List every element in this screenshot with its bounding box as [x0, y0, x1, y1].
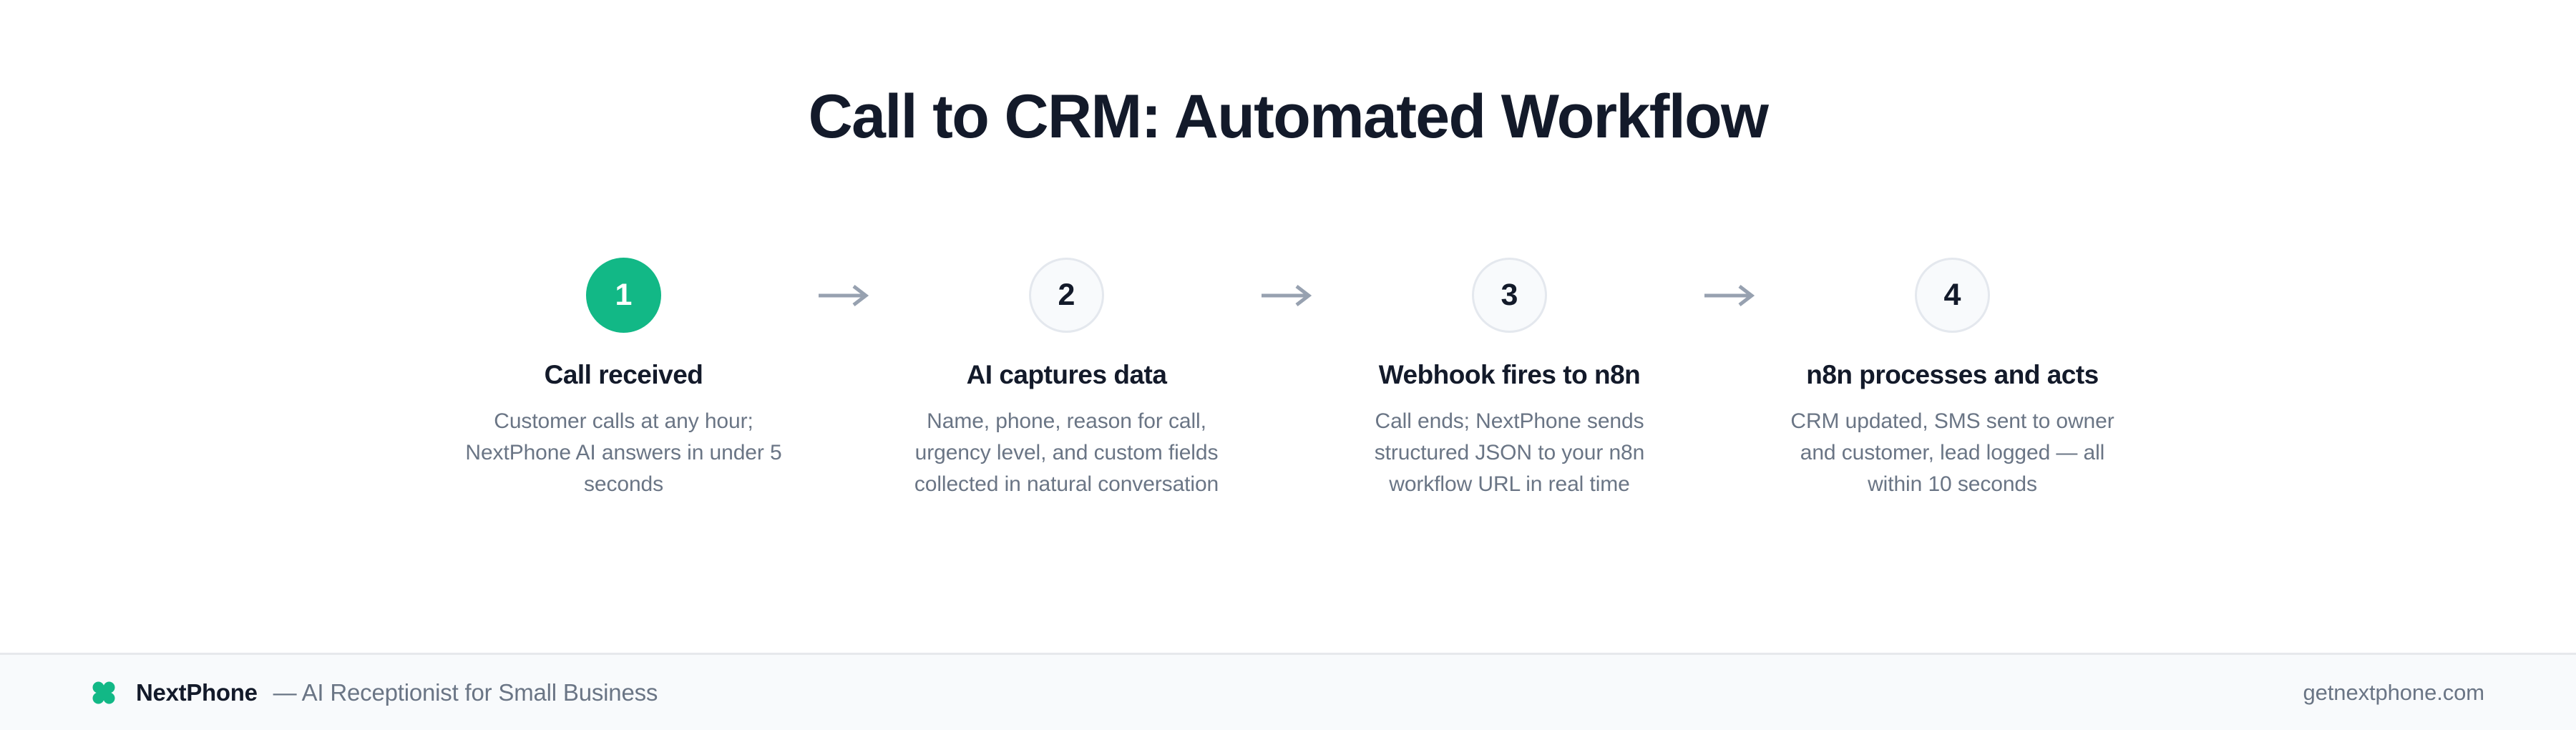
step-title-1: Call received	[544, 360, 703, 389]
step-description-1: Customer calls at any hour; NextPhone AI…	[465, 409, 782, 496]
step-title-4: n8n processes and acts	[1806, 360, 2099, 389]
footer-bar: NextPhone — AI Receptionist for Small Bu…	[0, 653, 2576, 730]
flow-connector-2	[1246, 258, 1331, 308]
step-description-4: CRM updated, SMS sent to owner and custo…	[1790, 409, 2114, 496]
clover-logo-icon	[92, 681, 116, 705]
step-badge-1: 1	[586, 258, 661, 333]
workflow-step-4: 4 n8n processes and acts CRM updated, SM…	[1774, 258, 2132, 500]
workflow-step-2: 2 AI captures data Name, phone, reason f…	[888, 258, 1246, 500]
step-badge-3: 3	[1472, 258, 1547, 333]
step-number-2: 2	[1058, 278, 1075, 312]
page-title-container: Call to CRM: Automated Workflow	[0, 82, 2576, 151]
step-description-3: Call ends; NextPhone sends structured JS…	[1374, 409, 1645, 496]
step-number-4: 4	[1943, 278, 1961, 312]
step-badge-4: 4	[1915, 258, 1990, 333]
page-title: Call to CRM: Automated Workflow	[808, 82, 1769, 151]
step-title-3: Webhook fires to n8n	[1378, 360, 1641, 389]
step-number-1: 1	[615, 278, 633, 312]
step-description-2: Name, phone, reason for call, urgency le…	[914, 409, 1219, 496]
step-badge-2: 2	[1029, 258, 1104, 333]
arrow-right-icon	[817, 283, 873, 308]
flow-connector-1	[803, 258, 888, 308]
workflow-steps: 1 Call received Customer calls at any ho…	[402, 258, 2174, 500]
workflow-step-3: 3 Webhook fires to n8n Call ends; NextPh…	[1331, 258, 1689, 500]
arrow-right-icon	[1703, 283, 1759, 308]
workflow-step-1: 1 Call received Customer calls at any ho…	[445, 258, 803, 500]
footer-brand-name: NextPhone	[136, 678, 258, 706]
flow-connector-3	[1689, 258, 1774, 308]
arrow-right-icon	[1260, 283, 1316, 308]
footer-tagline: — AI Receptionist for Small Business	[273, 678, 658, 706]
step-number-3: 3	[1501, 278, 1518, 312]
step-title-2: AI captures data	[966, 360, 1167, 389]
footer-brand-group: NextPhone — AI Receptionist for Small Bu…	[92, 679, 658, 706]
footer-website[interactable]: getnextphone.com	[2303, 679, 2485, 705]
